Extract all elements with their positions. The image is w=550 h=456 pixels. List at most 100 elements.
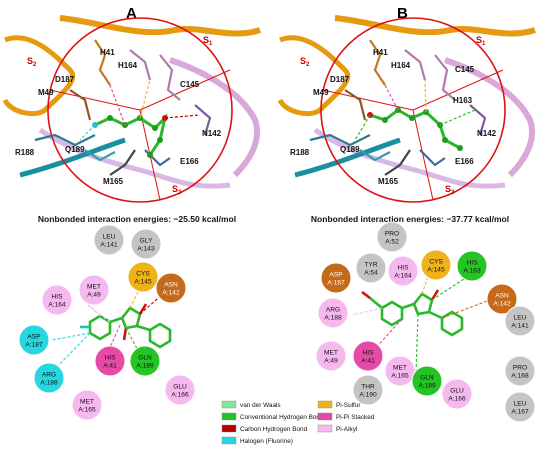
- panel-a-site-divider-2: [139, 69, 231, 111]
- residue-bubble-circle: [320, 262, 352, 294]
- residue-bubble-circle: [315, 340, 347, 372]
- legend-swatch: [221, 400, 237, 409]
- panel-a-res-m165: M165: [103, 177, 124, 186]
- legend-label: van der Waals: [240, 402, 281, 409]
- residue-bubble-circle: [420, 249, 452, 281]
- panel-a-res-d187: D187: [55, 75, 75, 84]
- panel-b-site-s2: S2: [300, 56, 310, 68]
- residue-bubble-circle: [18, 324, 50, 356]
- residue-bubble-name: TYR: [364, 262, 377, 269]
- panel-b-res-m165: M165: [378, 177, 399, 186]
- residue-bubble-circle: [78, 274, 110, 306]
- residue-bubble-id: A:143: [137, 246, 155, 253]
- residue-bubble-name: GLN: [138, 355, 152, 362]
- panel-a-res-n142: N142: [202, 129, 222, 138]
- residue-bubble-id: A:163: [463, 268, 481, 275]
- residue-bubble-id: A:189: [418, 383, 436, 390]
- legend-item-carbon-hbond: Carbon Hydrogen Bond: [221, 424, 308, 433]
- residue-bubble-circle: [93, 224, 125, 256]
- residue-bubble-id: A:166: [448, 396, 466, 403]
- panel-b-site-s1: S1: [476, 35, 486, 47]
- residue-bubble-circle: [71, 389, 103, 421]
- legend-swatch: [317, 400, 333, 409]
- residue-bubble-id: A:166: [171, 392, 189, 399]
- residue-bubble-name: GLY: [140, 238, 153, 245]
- legend-item-pi-sulfur: Pi-Sulfur: [317, 400, 361, 409]
- panel-b-res-n142: N142: [477, 129, 497, 138]
- panel-b-3d-view: B: [277, 5, 536, 203]
- residue-bubble-circle: [441, 378, 473, 410]
- residue-bubble-id: A:49: [87, 292, 101, 299]
- residue-bubble-circle: [504, 355, 536, 387]
- panel-b-site-divider-1: [322, 89, 414, 111]
- legend-swatch: [317, 424, 333, 433]
- residue-bubble-name: MET: [393, 365, 407, 372]
- panel-b-site-divider-2: [412, 69, 504, 111]
- panel-a-site-divider-1: [49, 89, 141, 111]
- panel-a-site-circle: [47, 17, 233, 203]
- residue-bubble-circle: [486, 283, 518, 315]
- panel-b-ribbon-orange: [277, 35, 350, 117]
- panel-a-res-e166: E166: [180, 157, 199, 166]
- panel-b-letter: B: [397, 5, 408, 22]
- residue-bubble-circle: [130, 228, 162, 260]
- residue-bubble-id: A:164: [394, 273, 412, 280]
- panel-b-site-divider-3: [412, 109, 434, 201]
- residue-bubble-circle: [355, 252, 387, 284]
- residue-bubble-circle: [352, 374, 384, 406]
- residue-bubble-name: GLU: [450, 388, 464, 395]
- residue-bubble-name: CYS: [429, 259, 443, 266]
- residue-bubble-circle: [317, 297, 349, 329]
- residue-bubble-id: A:164: [48, 302, 66, 309]
- residue-bubble-id: A:188: [324, 315, 342, 322]
- panel-a-res-h41: H41: [100, 48, 115, 57]
- panel-a-res-q189: Q189: [65, 145, 85, 154]
- residue-bubble-id: A:190: [359, 392, 377, 399]
- residue-bubble-name: HIS: [363, 350, 375, 357]
- residue-bubble-name: ARG: [42, 372, 56, 379]
- residue-bubble-id: A:54: [364, 270, 378, 277]
- residue-bubble-id: A:165: [391, 373, 409, 380]
- residue-bubble-name: HIS: [52, 294, 64, 301]
- residue-bubble-id: A:41: [361, 358, 375, 365]
- panel-a-sidechains: [34, 39, 212, 176]
- residue-bubble-name: MET: [80, 399, 94, 406]
- residue-bubble-id: A:41: [103, 363, 117, 370]
- legend-swatch: [221, 424, 237, 433]
- panel-b-res-d187: D187: [330, 75, 350, 84]
- panel-b-ribbon-orange-top: [334, 15, 536, 37]
- residue-bubble-name: MET: [324, 350, 338, 357]
- panel-a-res-r188: R188: [15, 148, 35, 157]
- panel-a-site-s1: S1: [203, 35, 213, 47]
- residue-bubble-id: A:52: [385, 239, 399, 246]
- residue-bubble-circle: [164, 374, 196, 406]
- panel-a-ribbon-orange: [2, 35, 75, 117]
- legend-label: Conventional Hydrogen Bond: [240, 414, 324, 421]
- panel-b-site-s3: S3: [445, 184, 455, 196]
- residue-bubble-name: CYS: [136, 271, 150, 278]
- residue-bubble-circle: [127, 261, 159, 293]
- residue-bubble-circle: [504, 391, 536, 423]
- panel-a-ribbon-lilac: [38, 127, 231, 189]
- panel-a-ligand: [92, 113, 168, 158]
- residue-bubble-name: ASN: [164, 282, 178, 289]
- legend-swatch: [221, 436, 237, 445]
- panel-b-res-q189: Q189: [340, 145, 360, 154]
- panel-b-res-e166: E166: [455, 157, 474, 166]
